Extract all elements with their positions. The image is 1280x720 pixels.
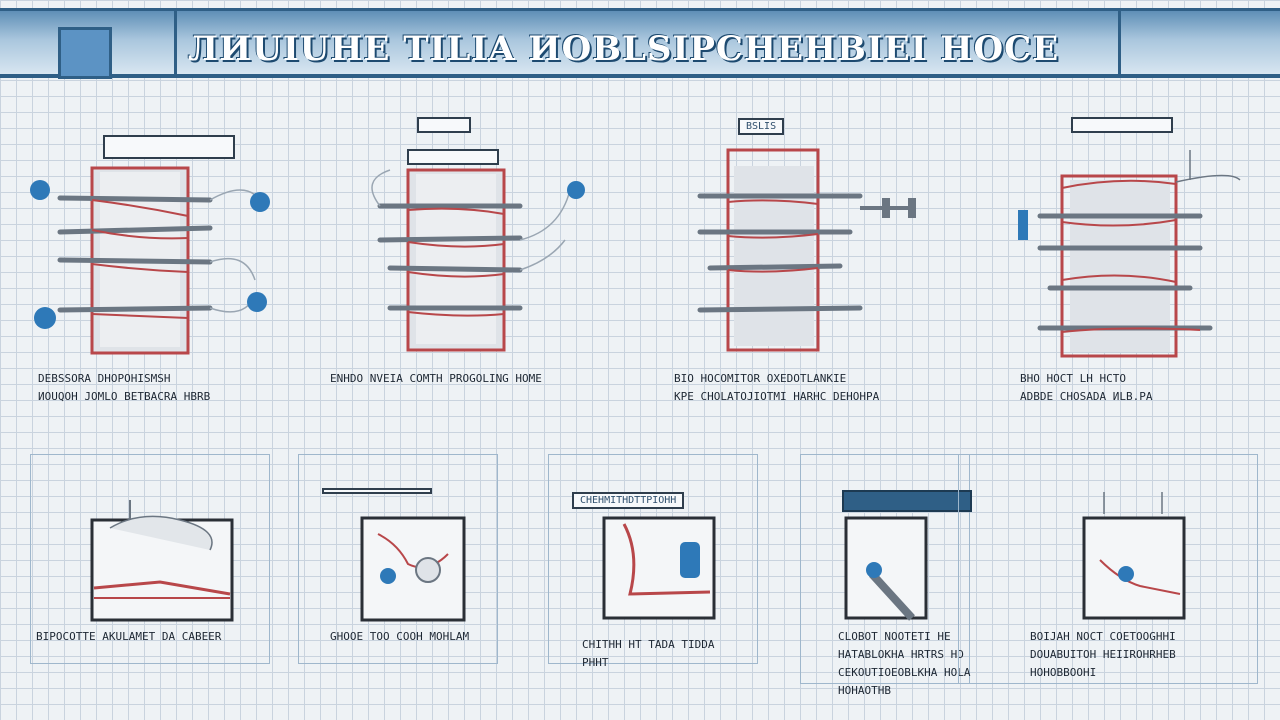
detail-caption-3: CHITHH HT TADA TIDDA PHHT (582, 638, 715, 669)
detail-diagram-2 (360, 516, 466, 622)
detail-diagram-1 (90, 500, 234, 622)
title-banner: ЛИUIUHE TILIA ИOBLSIPCHEHBIEI HOCE (0, 8, 1280, 79)
tower-caption-2: ENHDO NVEIA COMTH PROGOLING HOME (330, 372, 542, 385)
tower-caption-3: BIO HOCOMITOR OXEDOTLANKIE KPE CHOLATOJI… (674, 372, 880, 403)
detail-panel-frame (298, 454, 498, 664)
detail-label-3: CHEHMITHDTTPIOHH (572, 492, 685, 509)
banner-divider (174, 11, 177, 77)
tower-caption-1: DEBSSORA DHOPOHISMSH ИOUQOH JOMLO BETBAC… (38, 372, 211, 403)
detail-caption-2: GHOOE TOO COOH MOHLAM (330, 630, 470, 643)
tower-diagram-2 (371, 117, 585, 352)
detail-label-4 (842, 490, 972, 512)
detail-label-2 (322, 488, 432, 494)
detail-panel-frame (30, 454, 270, 664)
tower-diagram-4 (1018, 117, 1241, 358)
detail-caption-5: BOIJAH NOCT COETOOGHHI DOUABUITOH HEIIRO… (1030, 630, 1176, 679)
banner-divider (1118, 11, 1121, 77)
detail-caption-4: CLOBOT NOOTETI HE HATABLOKHA HRTRS HD CE… (838, 630, 971, 697)
logo-square (58, 27, 112, 79)
detail-caption-1: BIPOCOTTE AKULAMEТ DA CABEER (36, 630, 222, 643)
detail-panel-frame (800, 454, 970, 684)
detail-diagram-3 (602, 516, 716, 620)
detail-diagram-5 (1082, 492, 1186, 620)
tower-label-3: BSLIS (738, 118, 785, 135)
tower-caption-4: BHO HOCT LH HCTO ADBDE CHOSADA ИLB.PA (1020, 372, 1153, 403)
detail-diagram-4 (844, 516, 928, 621)
detail-panel-frame (548, 454, 758, 664)
tower-diagram-1 (30, 135, 270, 355)
detail-panel-frame (958, 454, 1258, 684)
tower-diagram-3 (697, 148, 916, 352)
page-title: ЛИUIUHE TILIA ИOBLSIPCHEHBIEI HOCE (188, 29, 1060, 69)
